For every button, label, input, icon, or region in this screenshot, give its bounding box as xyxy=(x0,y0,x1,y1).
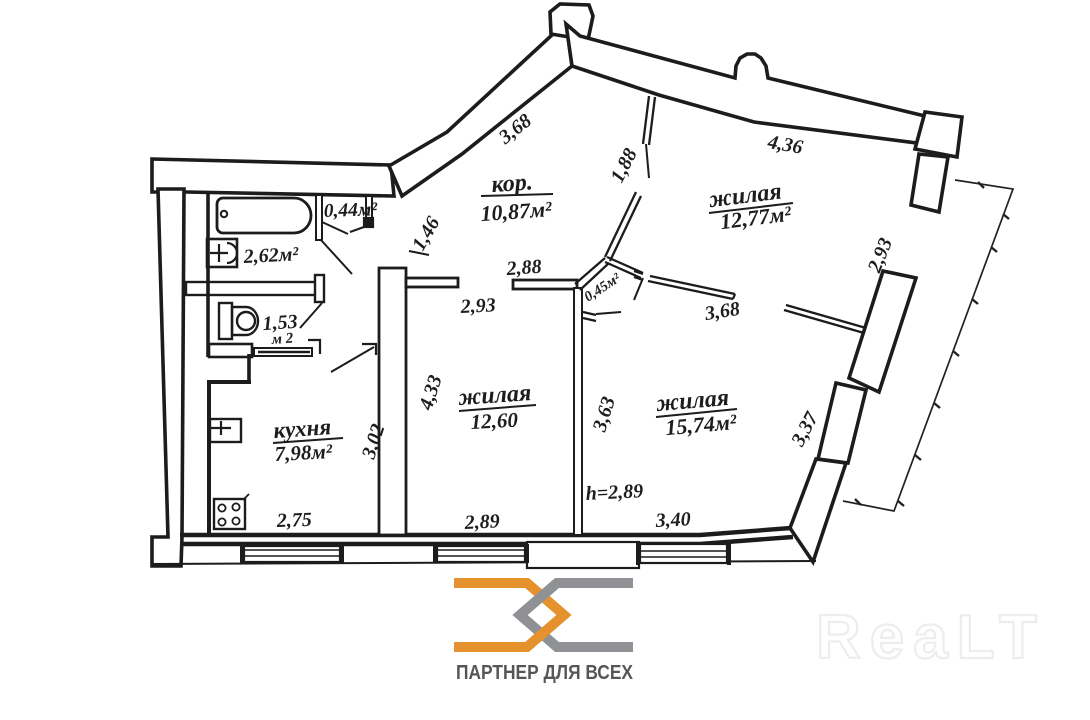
svg-text:3,63: 3,63 xyxy=(588,394,620,435)
svg-text:h=2,89: h=2,89 xyxy=(585,480,644,505)
svg-text:кухня: кухня xyxy=(273,414,332,443)
svg-text:2,88: 2,88 xyxy=(505,256,542,280)
svg-text:4,33: 4,33 xyxy=(415,372,447,413)
svg-text:2,75: 2,75 xyxy=(275,509,312,532)
svg-text:4,36: 4,36 xyxy=(765,131,804,159)
svg-text:3,37: 3,37 xyxy=(787,408,824,451)
svg-text:3,68: 3,68 xyxy=(702,298,741,325)
svg-text:0,44м²: 0,44м² xyxy=(323,199,378,222)
svg-text:1,53: 1,53 xyxy=(262,311,298,335)
svg-text:15,74м²: 15,74м² xyxy=(664,409,737,440)
svg-text:2,62м²: 2,62м² xyxy=(242,243,300,268)
svg-text:кор.: кор. xyxy=(491,169,534,198)
svg-text:10,87м²: 10,87м² xyxy=(480,196,553,226)
svg-text:2,89: 2,89 xyxy=(463,510,500,534)
svg-text:0,45м²: 0,45м² xyxy=(581,270,624,305)
svg-text:12,60: 12,60 xyxy=(470,408,519,434)
svg-text:ReaLT: ReaLT xyxy=(816,603,1046,672)
svg-text:1,46: 1,46 xyxy=(408,213,445,254)
svg-text:ПАРТНЕР ДЛЯ ВСЕХ: ПАРТНЕР ДЛЯ ВСЕХ xyxy=(456,661,633,684)
svg-text:2,93: 2,93 xyxy=(459,294,496,318)
svg-text:7,98м²: 7,98м² xyxy=(274,439,333,466)
svg-text:2,93: 2,93 xyxy=(863,235,897,277)
svg-text:м 2: м 2 xyxy=(270,330,294,348)
svg-text:1,88: 1,88 xyxy=(606,145,641,186)
svg-text:3,40: 3,40 xyxy=(654,508,691,532)
